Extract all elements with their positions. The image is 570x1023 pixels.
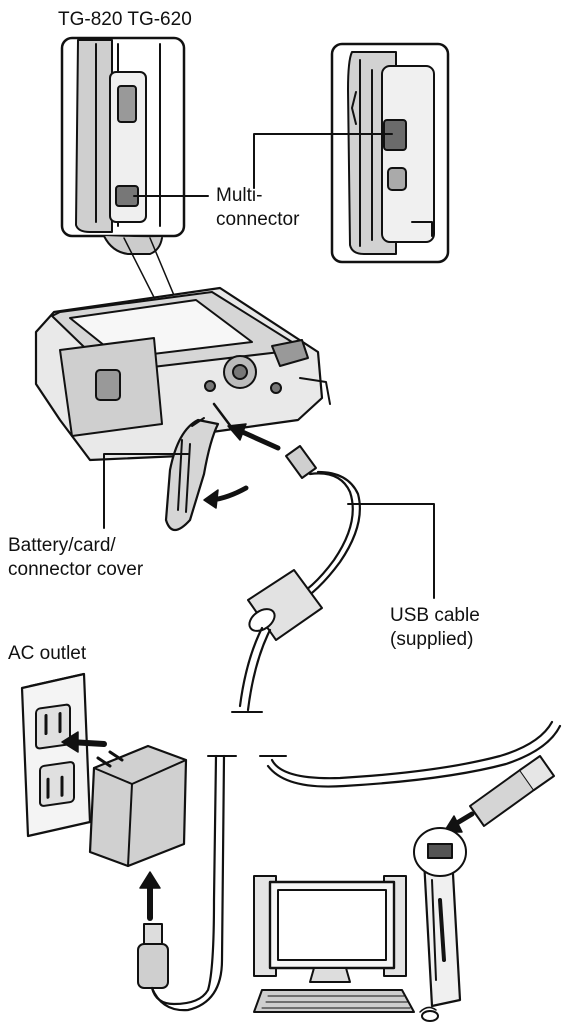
ac-outlet <box>22 674 90 836</box>
model-names-label: TG-820 TG-620 <box>58 8 192 32</box>
ac-outlet-label: AC outlet <box>8 642 86 666</box>
usb-cable-lower <box>260 722 560 826</box>
tg820-connector-inset <box>62 38 184 254</box>
computer <box>254 828 466 1021</box>
usb-cable-upper <box>232 446 360 712</box>
keyboard <box>254 990 414 1012</box>
battery-cover-label-line2: connector cover <box>8 558 143 582</box>
usb-cable-label-line2: (supplied) <box>390 628 473 652</box>
multi-connector-label-line1: Multi- <box>216 184 262 208</box>
usb-cable-label-line1: USB cable <box>390 604 480 628</box>
multi-connector-label-line2: connector <box>216 208 299 232</box>
tg620-connector-inset <box>332 44 448 262</box>
usb-a-plug <box>470 770 534 826</box>
usb-cable-leader <box>348 504 434 598</box>
usb-ac-adapter <box>90 746 186 866</box>
plug-in-arrow <box>238 430 278 448</box>
pc-usb-port <box>428 844 452 858</box>
battery-cover-label-line1: Battery/card/ <box>8 534 116 558</box>
